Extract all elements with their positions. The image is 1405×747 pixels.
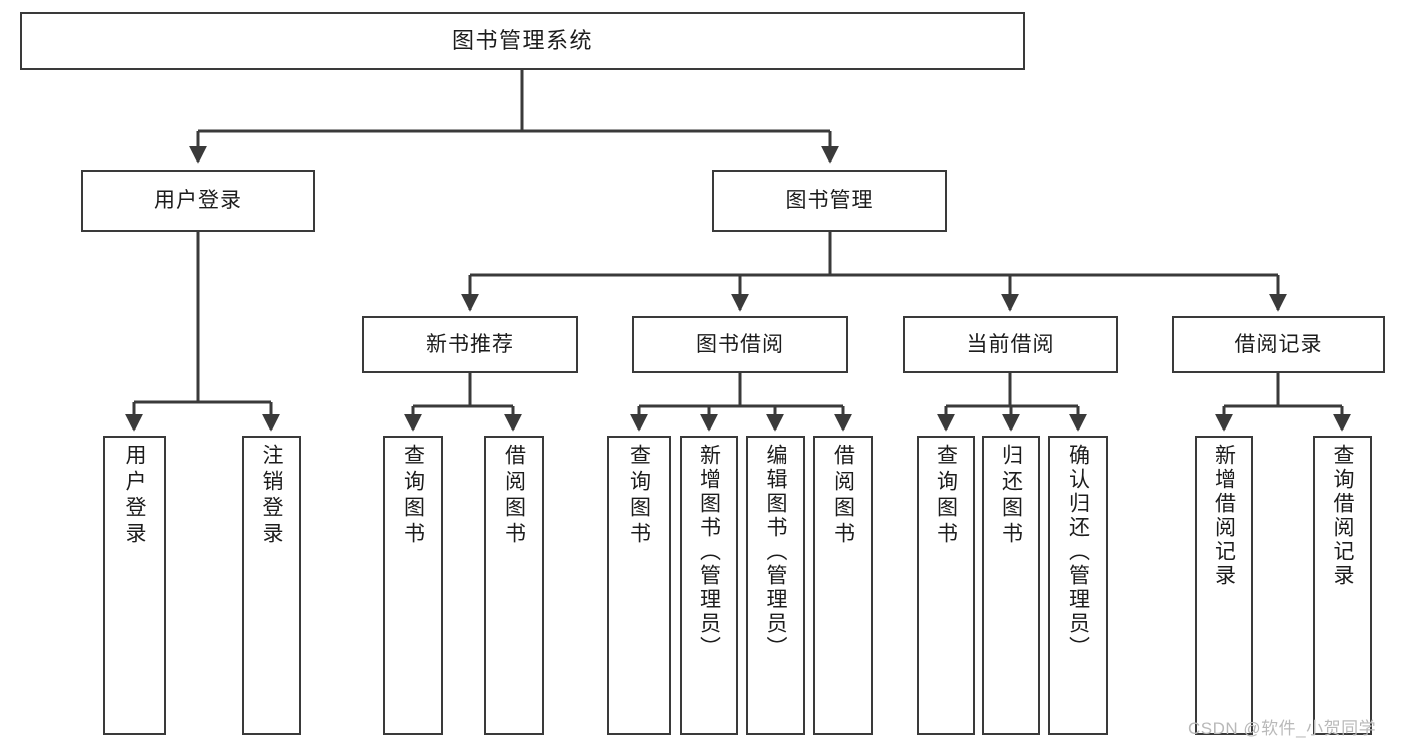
leaf-query-borrow-record[interactable]: 查询借阅记录 xyxy=(1313,436,1372,735)
node-borrow-record[interactable]: 借阅记录 xyxy=(1172,316,1385,373)
leaf-new-book-query[interactable]: 查询图书 xyxy=(383,436,443,735)
leaf-current-query-label: 查询图书 xyxy=(934,444,958,548)
leaf-book-borrow-action-label: 借阅图书 xyxy=(831,444,855,548)
leaf-user-login-label: 用户登录 xyxy=(123,444,146,548)
leaf-current-return[interactable]: 归还图书 xyxy=(982,436,1040,735)
leaf-query-borrow-record-label: 查询借阅记录 xyxy=(1331,444,1354,588)
node-current-borrow[interactable]: 当前借阅 xyxy=(903,316,1118,373)
node-user-login-label: 用户登录 xyxy=(154,189,242,213)
leaf-confirm-return-admin[interactable]: 确认归还（管理员） xyxy=(1048,436,1108,735)
leaf-book-add-admin-label: 新增图书（管理员） xyxy=(697,444,721,660)
leaf-new-book-query-label: 查询图书 xyxy=(401,444,425,548)
leaf-current-query[interactable]: 查询图书 xyxy=(917,436,975,735)
leaf-book-edit-admin[interactable]: 编辑图书（管理员） xyxy=(746,436,805,735)
leaf-book-edit-admin-label: 编辑图书（管理员） xyxy=(764,444,787,660)
leaf-book-add-admin[interactable]: 新增图书（管理员） xyxy=(680,436,738,735)
node-root-label: 图书管理系统 xyxy=(451,27,593,53)
node-new-book-recommend[interactable]: 新书推荐 xyxy=(362,316,578,373)
node-book-manage[interactable]: 图书管理 xyxy=(712,170,947,232)
leaf-user-logout[interactable]: 注销登录 xyxy=(242,436,301,735)
leaf-current-return-label: 归还图书 xyxy=(999,444,1023,548)
leaf-book-borrow-query-label: 查询图书 xyxy=(627,444,651,548)
node-user-login[interactable]: 用户登录 xyxy=(81,170,315,232)
node-book-manage-label: 图书管理 xyxy=(785,189,874,213)
node-book-borrow-label: 图书借阅 xyxy=(696,332,784,356)
leaf-add-borrow-record[interactable]: 新增借阅记录 xyxy=(1195,436,1253,735)
leaf-user-login[interactable]: 用户登录 xyxy=(103,436,166,735)
leaf-add-borrow-record-label: 新增借阅记录 xyxy=(1212,444,1236,588)
node-new-book-recommend-label: 新书推荐 xyxy=(426,332,514,356)
node-book-borrow[interactable]: 图书借阅 xyxy=(632,316,848,373)
csdn-watermark: CSDN @软件_小贺同学 xyxy=(1188,719,1377,738)
node-root[interactable]: 图书管理系统 xyxy=(20,12,1025,70)
leaf-new-book-borrow-label: 借阅图书 xyxy=(502,444,526,548)
leaf-confirm-return-admin-label: 确认归还（管理员） xyxy=(1066,444,1090,660)
leaf-book-borrow-query[interactable]: 查询图书 xyxy=(607,436,671,735)
node-borrow-record-label: 借阅记录 xyxy=(1234,332,1323,356)
node-current-borrow-label: 当前借阅 xyxy=(966,332,1055,356)
leaf-book-borrow-action[interactable]: 借阅图书 xyxy=(813,436,873,735)
leaf-new-book-borrow[interactable]: 借阅图书 xyxy=(484,436,544,735)
leaf-user-logout-label: 注销登录 xyxy=(260,444,283,548)
